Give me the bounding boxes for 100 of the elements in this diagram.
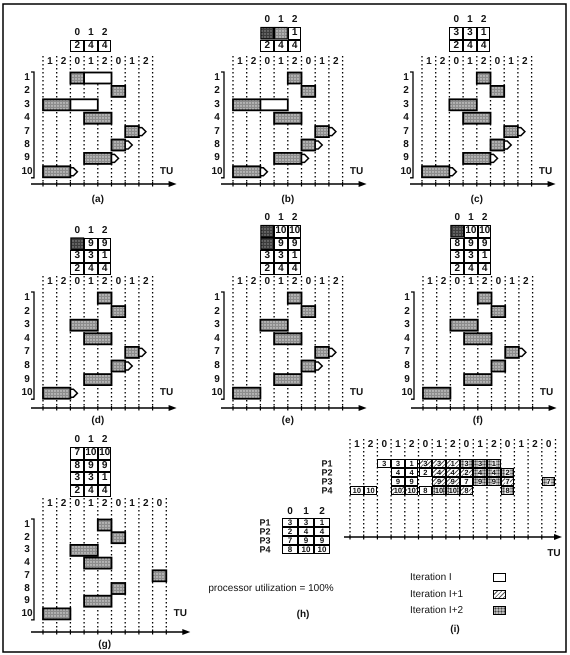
task-number: 4 [24,334,30,344]
table-cell: 4 [464,262,478,275]
table-cell: 1 [98,250,112,262]
column-number: 2 [319,507,325,517]
slot-number: 1 [426,57,432,67]
task-number: 9 [24,596,30,606]
task-number: 10 [21,608,33,619]
processor-label: P1 [260,518,270,527]
slot-number: 0 [453,57,460,67]
task-number: 10 [401,388,413,398]
column-number: 1 [467,15,473,25]
column-number: 0 [287,507,293,517]
task-number: 8 [24,361,30,371]
slot-number: 0 [74,277,80,287]
table-cell: 9 [274,238,288,250]
legend-label: Iteration I+2 [410,606,464,616]
table-cell: 9 [464,238,478,250]
slot-number: 2 [60,57,66,67]
table-cell: 4 [314,527,330,536]
time-unit-label: TU [174,608,187,619]
column-number: 0 [454,213,460,223]
slot-number: 2 [408,440,414,450]
table-cell: 3 [463,27,477,40]
slot-number: 0 [116,499,122,509]
column-number: 2 [292,213,298,223]
processor-label: P2 [322,468,332,477]
table-cell: 10 [84,447,98,460]
task-number: 4 [214,334,220,344]
table-cell: 10 [274,225,288,238]
table-cell: 3 [84,472,98,484]
time-unit-label: TU [547,549,561,559]
task-number: 1 [24,73,30,83]
task-number: 9 [24,153,30,164]
table-cell: 2 [449,40,464,52]
slot-number: 0 [264,277,270,287]
table-cell: 9 [298,536,314,545]
table-cell: 4 [298,527,314,536]
legend-label: Iteration I [410,573,452,583]
column-number: 1 [88,435,94,445]
panel-label: (c) [470,195,483,205]
slot-number: 1 [395,440,401,450]
table-cell: 3 [450,250,464,262]
panel-label: (i) [450,625,460,635]
table-cell: 3 [282,518,298,527]
table-cell: 2 [70,484,84,497]
slot-number: 1 [354,440,360,450]
processor-label: P2 [260,527,270,536]
task-number: 3 [24,100,30,110]
slot-number: 2 [292,57,298,67]
table-cell: 3 [84,250,98,262]
task-number: 9 [404,374,410,385]
slot-number: 2 [450,440,456,450]
table-cell: 1 [476,27,490,40]
processor-label: P3 [260,536,270,545]
table-cell: 4 [463,40,477,52]
task-number: 4 [24,558,30,568]
slot-number: 0 [422,440,428,450]
task-number: 7 [24,126,30,137]
slot-number: 1 [319,57,325,67]
time-unit-label: TU [160,166,174,177]
table-cell: 2 [450,262,464,275]
slot-number: 0 [546,440,552,450]
slot-number: 0 [381,440,388,450]
column-number: 2 [102,28,108,38]
utilization-note: processor utilization = 100% [208,584,334,594]
task-number: 3 [214,320,220,330]
task-number: 7 [24,347,30,358]
task-number: 8 [214,140,220,150]
table-cell: 1 [314,518,330,527]
task-number: 2 [24,532,30,543]
table-cell: 3 [449,27,464,40]
task-number: 9 [24,374,30,385]
table-cell: 1 [288,250,302,262]
slot-number: 1 [47,277,53,287]
task-number: 7 [404,347,410,358]
slot-number: 2 [480,57,486,67]
table-cell: 9 [314,536,330,545]
table-cell: 3 [298,518,314,527]
column-number: 0 [264,15,270,25]
task-number: 3 [214,100,220,110]
slot-number: 1 [237,57,243,67]
slot-number: 1 [319,277,325,287]
slot-number: 2 [292,277,298,287]
slot-number: 2 [142,277,149,287]
table-cell: 10 [478,225,492,238]
slot-number: 2 [440,277,446,287]
slot-number: 2 [482,277,488,287]
slot-number: 0 [264,57,270,67]
slot-number: 1 [129,499,135,509]
slot-number: 1 [278,57,284,67]
table-cell: 4 [274,40,288,52]
slot-number: 2 [60,277,66,287]
task-number: 3 [24,320,30,330]
table-cell: 9 [84,460,98,472]
column-number: 1 [468,213,474,223]
processor-label: P4 [322,486,332,495]
table-cell: 9 [84,238,98,250]
column-number: 2 [292,15,298,25]
panel-label: (e) [282,416,294,426]
time-unit-label: TU [350,166,364,177]
